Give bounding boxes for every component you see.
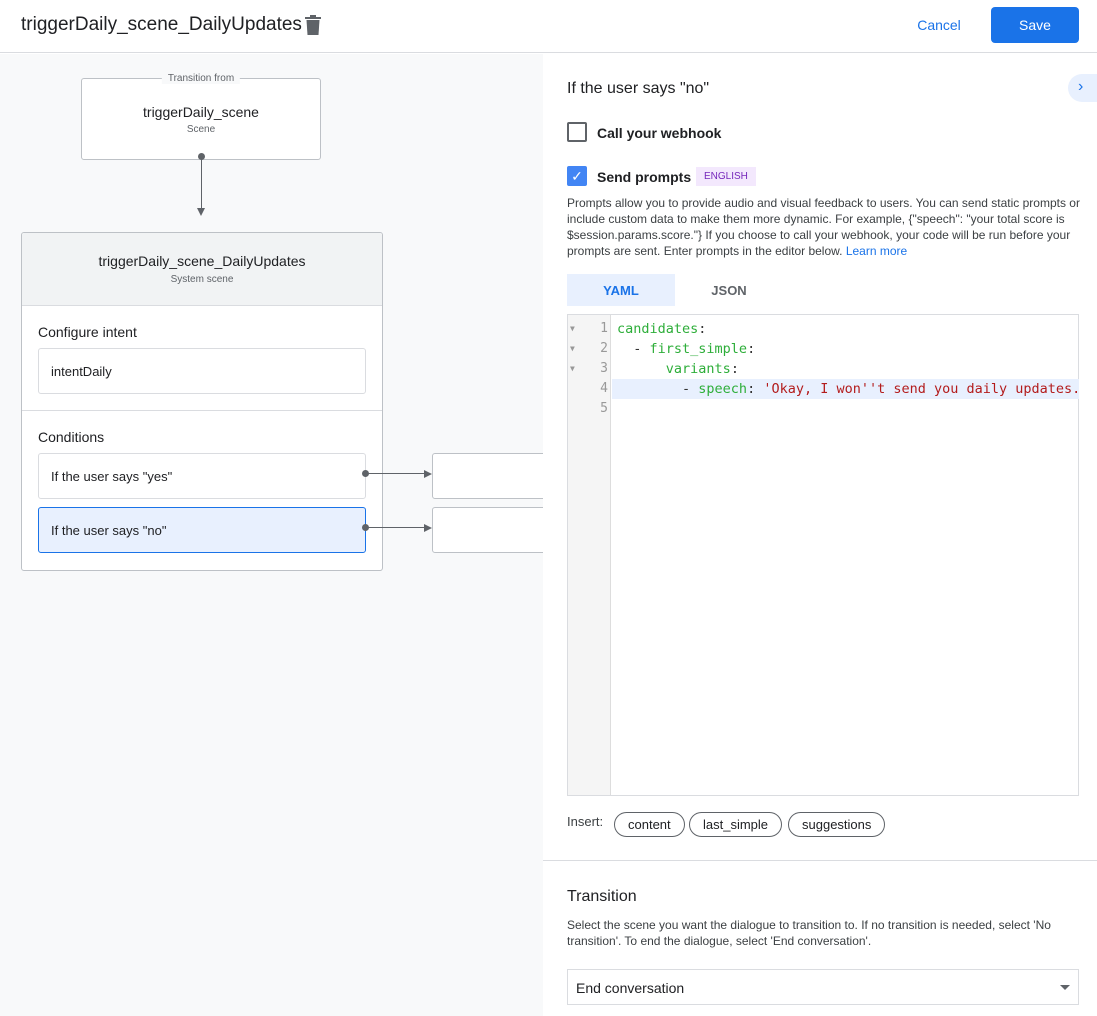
line-number: 3 bbox=[600, 361, 608, 376]
cancel-button[interactable]: Cancel bbox=[917, 17, 961, 33]
fold-icon[interactable]: ▼ bbox=[570, 364, 575, 373]
target-node-yes[interactable] bbox=[432, 453, 543, 499]
learn-more-link[interactable]: Learn more bbox=[845, 244, 908, 258]
flow-canvas: triggerDaily_scene Scene Transition from… bbox=[0, 54, 543, 1016]
chevron-right-icon[interactable]: › bbox=[1068, 74, 1097, 102]
code-line-active: - speech: 'Okay, I won''t send you daily… bbox=[612, 379, 1079, 399]
header: triggerDaily_scene_DailyUpdates Cancel S… bbox=[0, 0, 1097, 53]
transition-from-node[interactable]: triggerDaily_scene Scene bbox=[81, 78, 321, 160]
line-number: 1 bbox=[600, 321, 608, 336]
tab-json[interactable]: JSON bbox=[711, 282, 747, 298]
editor-gutter bbox=[568, 315, 611, 795]
description-text: Prompts allow you to provide audio and v… bbox=[567, 196, 1080, 258]
connector-line bbox=[366, 473, 426, 474]
divider bbox=[543, 860, 1097, 861]
webhook-label: Call your webhook bbox=[597, 125, 722, 141]
transition-title: Transition bbox=[567, 888, 637, 905]
dropdown-caret-icon bbox=[1060, 985, 1070, 990]
line-number: 2 bbox=[600, 341, 608, 356]
send-prompts-label: Send prompts bbox=[597, 169, 692, 185]
code-line: variants: bbox=[665, 361, 739, 377]
transition-value: End conversation bbox=[576, 980, 685, 996]
transition-to-node[interactable]: triggerDaily_scene_DailyUpdates System s… bbox=[21, 232, 383, 571]
fold-icon[interactable]: ▼ bbox=[570, 324, 575, 333]
arrow-down-icon bbox=[197, 208, 205, 216]
connector-line bbox=[201, 158, 202, 208]
condition-yes[interactable]: If the user says "yes" bbox=[38, 453, 366, 499]
connector-line bbox=[366, 527, 426, 528]
code-line: - first_simple: bbox=[617, 341, 756, 357]
scene-title: triggerDaily_scene_DailyUpdates bbox=[21, 14, 302, 35]
chip-last-simple[interactable]: last_simple bbox=[689, 812, 783, 837]
tab-yaml[interactable]: YAML bbox=[567, 274, 675, 306]
insert-label: Insert: bbox=[567, 814, 604, 829]
code-line: candidates: bbox=[617, 321, 707, 337]
transition-from-label: Transition from bbox=[161, 73, 241, 84]
chip-content[interactable]: content bbox=[614, 812, 685, 837]
prompts-description: Prompts allow you to provide audio and v… bbox=[567, 195, 1087, 259]
code-editor[interactable]: ▼ 1 ▼ 2 ▼ 3 4 5 candidates: - first_simple:… bbox=[567, 314, 1079, 796]
language-badge: ENGLISH bbox=[696, 167, 756, 186]
arrow-right-icon bbox=[424, 470, 432, 478]
intent-box[interactable]: intentDaily bbox=[38, 348, 366, 394]
send-prompts-checkbox[interactable]: ✓ bbox=[567, 166, 587, 186]
divider bbox=[22, 410, 382, 411]
line-number: 4 bbox=[600, 381, 608, 396]
arrow-right-icon bbox=[424, 524, 432, 532]
target-node-no[interactable] bbox=[432, 507, 543, 553]
save-button[interactable]: Save bbox=[991, 7, 1079, 43]
fold-icon[interactable]: ▼ bbox=[570, 344, 575, 353]
condition-panel: If the user says "no" › Call your webhoo… bbox=[543, 54, 1097, 1016]
trash-icon[interactable] bbox=[305, 15, 321, 35]
chip-suggestions[interactable]: suggestions bbox=[788, 812, 886, 837]
conditions-heading: Conditions bbox=[38, 429, 105, 445]
transition-description: Select the scene you want the dialogue t… bbox=[567, 918, 1051, 948]
connector-dot bbox=[362, 524, 369, 531]
configure-intent-heading: Configure intent bbox=[38, 324, 137, 340]
connector-dot bbox=[198, 153, 205, 160]
from-scene-title: triggerDaily_scene bbox=[143, 104, 259, 120]
connector-dot bbox=[362, 470, 369, 477]
condition-no[interactable]: If the user says "no" bbox=[38, 507, 366, 553]
webhook-checkbox[interactable] bbox=[567, 122, 587, 142]
line-number: 5 bbox=[600, 401, 608, 416]
panel-title: If the user says "no" bbox=[567, 80, 710, 97]
from-scene-type: Scene bbox=[186, 124, 216, 135]
to-scene-title: triggerDaily_scene_DailyUpdates bbox=[98, 253, 306, 269]
transition-select[interactable]: End conversation bbox=[567, 969, 1079, 1005]
to-scene-type: System scene bbox=[170, 274, 234, 285]
